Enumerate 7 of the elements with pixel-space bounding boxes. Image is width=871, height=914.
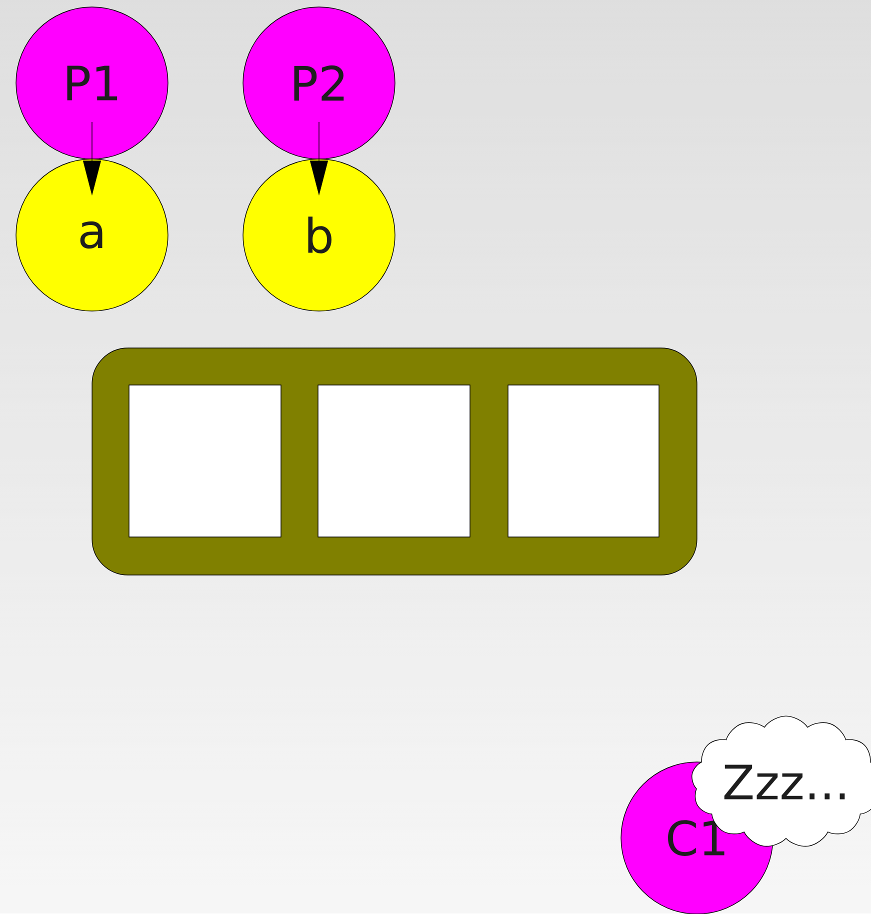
circle-node: P1 [16, 6, 168, 160]
circle-node: b [242, 158, 396, 312]
circle-node: P2 [242, 6, 396, 160]
slot-box [318, 384, 470, 538]
circle-node: a [16, 158, 168, 312]
slot-box [128, 384, 282, 538]
slot-box [508, 384, 660, 538]
